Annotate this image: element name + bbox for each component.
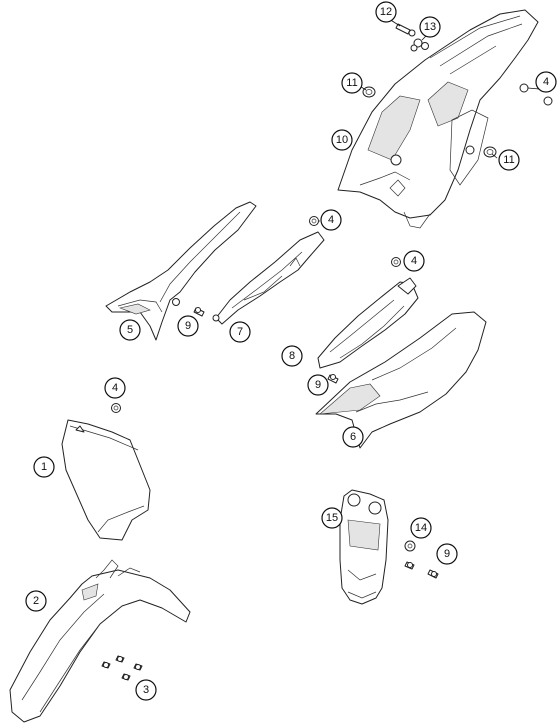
number-plate-part-1: [61, 419, 151, 541]
callout-4-left-label: 4: [112, 382, 118, 394]
callout-4-middle: 4: [320, 209, 342, 231]
callout-4-right: 4: [403, 250, 425, 272]
callout-11-top: 11: [341, 72, 363, 94]
screw-part-9-lower-a: [404, 561, 415, 570]
callout-11-right-label: 11: [503, 154, 514, 166]
callout-12: 12: [375, 1, 397, 23]
rear-fender-part-10: [337, 9, 539, 229]
callout-6: 6: [342, 426, 364, 448]
callout-9-lower: 9: [436, 543, 458, 565]
nut-part-4-left: [111, 403, 121, 413]
nut-part-4-middle: [309, 216, 319, 226]
bracket-part-8: [317, 277, 419, 369]
callout-4-right-label: 4: [411, 255, 417, 267]
callout-4-right-top-label: 4: [543, 76, 549, 88]
callout-9-left-label: 9: [185, 320, 191, 332]
callout-12-label: 12: [380, 6, 392, 18]
screws-part-3: [101, 655, 143, 681]
callout-13: 13: [419, 16, 441, 38]
callout-9-middle: 9: [307, 374, 329, 396]
nut-part-4-right-top: [519, 83, 553, 106]
side-cover-part-6: [315, 311, 487, 449]
nut-part-13: [410, 38, 429, 52]
callout-2: 2: [25, 590, 47, 612]
callout-8: 8: [281, 345, 303, 367]
washer-part-14: [404, 540, 416, 552]
screw-part-9-lower-b: [427, 569, 439, 579]
callout-13-label: 13: [424, 21, 436, 33]
callout-3-label: 3: [143, 684, 149, 696]
callout-7-label: 7: [237, 326, 243, 338]
callout-9-middle-label: 9: [315, 379, 321, 391]
callout-10: 10: [331, 129, 353, 151]
callout-5: 5: [119, 319, 141, 341]
callout-1-label: 1: [41, 461, 47, 473]
callout-5-label: 5: [127, 324, 133, 336]
callout-15-label: 15: [326, 512, 338, 524]
callout-2-label: 2: [33, 595, 39, 607]
callout-9-lower-label: 9: [444, 548, 450, 560]
nut-part-4-right: [391, 257, 401, 267]
callout-6-label: 6: [350, 431, 356, 443]
callout-1: 1: [33, 456, 55, 478]
side-cover-part-5: [105, 201, 257, 341]
guard-part-15: [339, 489, 389, 605]
bracket-part-7: [212, 231, 325, 325]
screw-part-9-middle: [327, 374, 339, 384]
screw-part-12: [395, 23, 416, 37]
grommet-part-11-top: [362, 86, 376, 98]
callout-4-right-top: 4: [535, 71, 557, 93]
callout-11-top-label: 11: [346, 77, 357, 89]
callout-10-label: 10: [336, 134, 348, 146]
callout-8-label: 8: [289, 350, 295, 362]
callout-3: 3: [135, 679, 157, 701]
screw-part-9-left: [193, 307, 205, 317]
callout-14: 14: [410, 517, 432, 539]
callout-4-left: 4: [104, 377, 126, 399]
callout-9-left: 9: [177, 315, 199, 337]
callout-15: 15: [321, 507, 343, 529]
callout-4-middle-label: 4: [328, 214, 334, 226]
callout-7: 7: [229, 321, 251, 343]
front-fender-part-2: [9, 559, 191, 723]
callout-14-label: 14: [415, 522, 427, 534]
callout-11-right: 11: [498, 149, 520, 171]
